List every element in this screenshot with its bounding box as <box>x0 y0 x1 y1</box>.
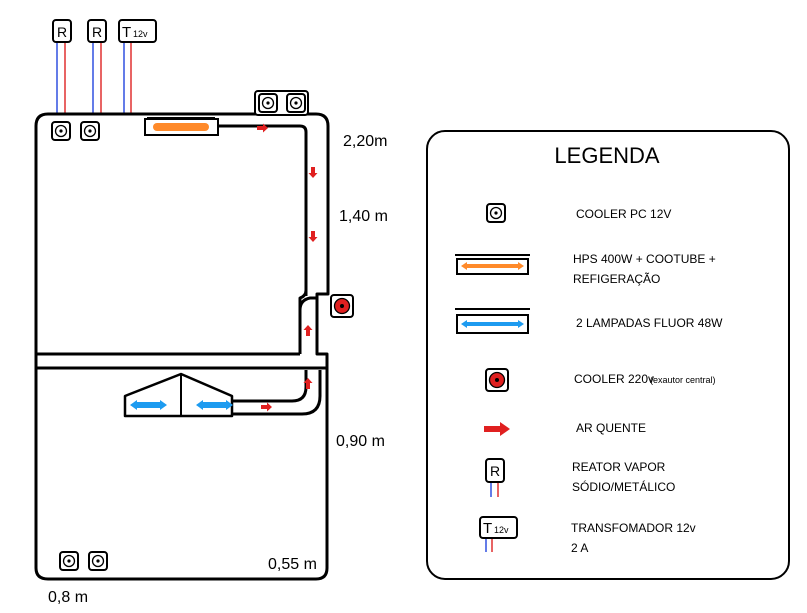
legend-cooler-220v-icon <box>485 368 509 392</box>
transformer-subscript: 12v <box>133 29 148 39</box>
legend-item-2-line2: REFIGERAÇÃO <box>573 272 660 286</box>
cooler-top-left-2 <box>80 121 100 141</box>
hot-air-arrow-6 <box>261 402 272 412</box>
reactor-2-wires <box>92 40 102 114</box>
cabinet-outline <box>34 112 330 581</box>
legend-item-4-note: (exautor central) <box>650 375 716 385</box>
legend-item-7-line2: 2 A <box>571 541 588 555</box>
legend-fluor-icon <box>455 308 530 334</box>
reactor-2: R <box>87 19 107 43</box>
transformer-wires <box>123 40 132 114</box>
legend-transformer-letter: T <box>483 520 492 537</box>
legend-item-2-line1: HPS 400W + COOTUBE + <box>573 252 716 266</box>
reactor-1: R <box>52 19 72 43</box>
fluorescent-lamp-housing <box>123 372 234 418</box>
dim-bottom-width: 0,8 m <box>48 589 88 606</box>
legend-item-7-line1: TRANSFOMADOR 12v <box>571 521 696 535</box>
cooler-bottom-left-2 <box>88 551 108 571</box>
legend-item-1-label: COOLER PC 12V <box>576 207 671 221</box>
transformer: T 12v <box>118 19 157 43</box>
legend-reactor-letter: R <box>490 463 500 479</box>
hot-air-arrow-3 <box>308 231 318 242</box>
legend-title: LEGENDA <box>554 143 659 168</box>
legend-transformer-subscript: 12v <box>494 525 509 535</box>
dim-depth: 0,55 m <box>268 556 317 573</box>
shelf-divider <box>36 310 328 370</box>
hot-air-arrow-4 <box>303 325 313 336</box>
legend-transformer-icon: T 12v <box>479 516 518 552</box>
upper-air-duct <box>218 124 308 310</box>
transformer-letter: T <box>122 24 131 41</box>
legend: LEGENDA COOLER PC 12V HPS 400W + COOTUBE… <box>426 130 790 580</box>
legend-hot-air-icon <box>484 422 510 436</box>
reactor-1-wires <box>56 40 66 114</box>
legend-item-6-line1: REATOR VAPOR <box>572 460 666 474</box>
legend-item-3-label: 2 LAMPADAS FLUOR 48W <box>576 316 723 330</box>
dim-top-width: 2,20m <box>343 133 387 150</box>
reactor-2-letter: R <box>92 24 102 40</box>
hot-air-arrow-2 <box>308 167 318 178</box>
reactor-1-letter: R <box>57 24 67 40</box>
cooler-bottom-left-1 <box>59 551 79 571</box>
legend-item-6-line2: SÓDIO/METÁLICO <box>572 479 675 494</box>
fluor-tube-right <box>196 400 233 410</box>
cooler-top-right-1 <box>258 93 278 113</box>
fluor-tube-left <box>130 400 167 410</box>
cooler-220v-exhaust <box>330 294 354 318</box>
cooler-top-left-1 <box>51 121 71 141</box>
lower-air-duct <box>232 370 322 416</box>
hps-lamp <box>144 117 219 136</box>
legend-cooler-pc-icon <box>486 203 506 223</box>
dim-lower-height: 0,90 m <box>336 433 385 450</box>
legend-item-4-label: COOLER 220v <box>574 372 654 386</box>
legend-item-5-label: AR QUENTE <box>576 421 646 435</box>
dim-upper-height: 1,40 m <box>339 208 388 225</box>
exhaust-duct-inlet <box>298 296 319 354</box>
legend-hps-icon <box>455 254 530 275</box>
legend-reactor-icon: R <box>485 458 505 497</box>
cooler-top-right-2 <box>286 93 306 113</box>
